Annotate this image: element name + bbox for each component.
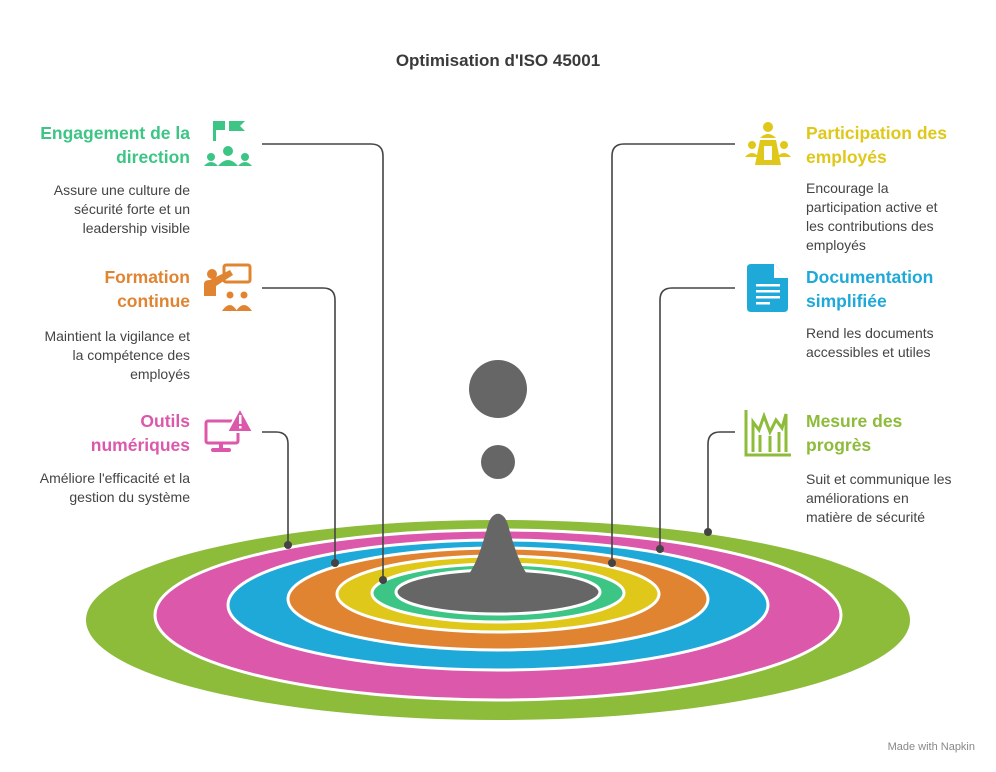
growth-chart-icon [744, 410, 791, 457]
monitor-warning-icon [204, 405, 255, 452]
connectors [262, 143, 735, 580]
ripple-rings [86, 360, 910, 720]
water-splash [440, 513, 556, 592]
connector-dots [284, 528, 712, 584]
meeting-table-icon [745, 122, 791, 165]
droplet-large [469, 360, 527, 418]
droplet-small [481, 445, 515, 479]
napkin-footer: Made with Napkin [888, 741, 975, 753]
training-presentation-icon [204, 263, 252, 311]
leadership-flag-icon [204, 121, 252, 166]
document-icon [747, 264, 788, 312]
diagram-title: Optimisation d'ISO 45001 [396, 51, 600, 70]
